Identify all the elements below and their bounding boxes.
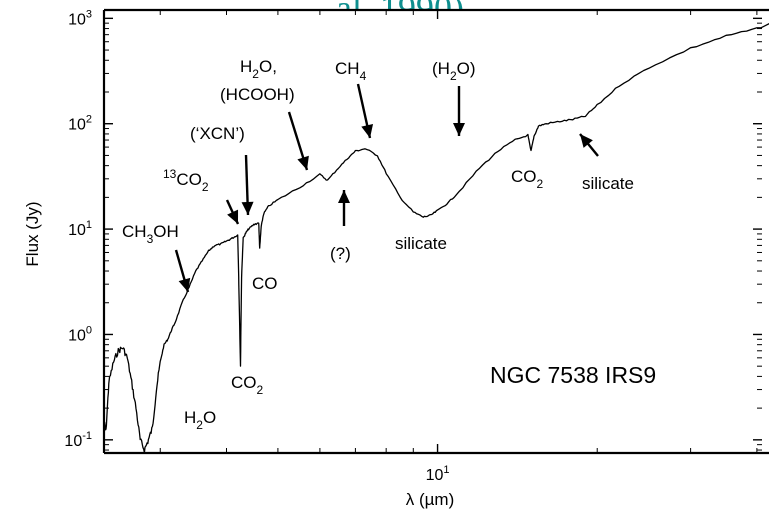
annotation-h2o-hcooh-1: H2O, xyxy=(240,57,277,81)
annotation-silicate-right: silicate xyxy=(582,174,634,193)
plot-area xyxy=(104,10,769,453)
arrow-h2o-hcooh-head xyxy=(297,155,309,170)
x-axis-label: λ (µm) xyxy=(406,490,455,509)
annotation-silicate-mid: silicate xyxy=(395,234,447,253)
y-tick-label: 10-1 xyxy=(64,430,92,450)
y-tick-label: 102 xyxy=(68,114,92,134)
annotation-xcn: (‘XCN’) xyxy=(190,124,245,143)
y-axis: 10-1 100 101 102 103 xyxy=(64,8,762,451)
annotation-h2o-low: H2O xyxy=(184,408,216,432)
annotation-h2o-hcooh-2: (HCOOH) xyxy=(220,85,295,104)
annotation-co2-mid: CO2 xyxy=(511,167,544,191)
annotation-13co2: 13CO2 xyxy=(163,167,209,194)
annotations: CH3OH 13CO2 (‘XCN’) H2O, (HCOOH) CH4 (H2O) CO2 s… xyxy=(122,57,634,432)
arrow-h2o-paren-head xyxy=(453,123,465,136)
annotation-ch4: CH4 xyxy=(335,59,367,83)
arrow-unknown-head xyxy=(338,190,350,203)
y-axis-label: Flux (Jy) xyxy=(23,201,42,266)
arrow-xcn-head xyxy=(241,201,254,215)
x-axis: 101 xyxy=(159,10,758,484)
annotation-co2-low: CO2 xyxy=(231,373,264,397)
annotation-co: CO xyxy=(252,274,278,293)
arrow-silicate-head xyxy=(580,134,593,148)
spectrum-line xyxy=(103,22,769,454)
arrow-ch4-head xyxy=(361,124,374,138)
x-tick-label: 101 xyxy=(426,464,450,484)
arrow-13co2-head xyxy=(227,209,239,224)
arrow-ch3oh-head xyxy=(178,277,191,292)
object-label: NGC 7538 IRS9 xyxy=(490,362,656,388)
y-tick-label: 103 xyxy=(68,8,92,28)
y-tick-label: 101 xyxy=(68,219,92,239)
plot-content xyxy=(103,22,769,454)
annotation-ch3oh: CH3OH xyxy=(122,222,179,246)
y-tick-label: 100 xyxy=(68,324,92,344)
annotation-unknown: (?) xyxy=(330,244,351,263)
annotation-h2o-paren: (H2O) xyxy=(432,59,476,83)
